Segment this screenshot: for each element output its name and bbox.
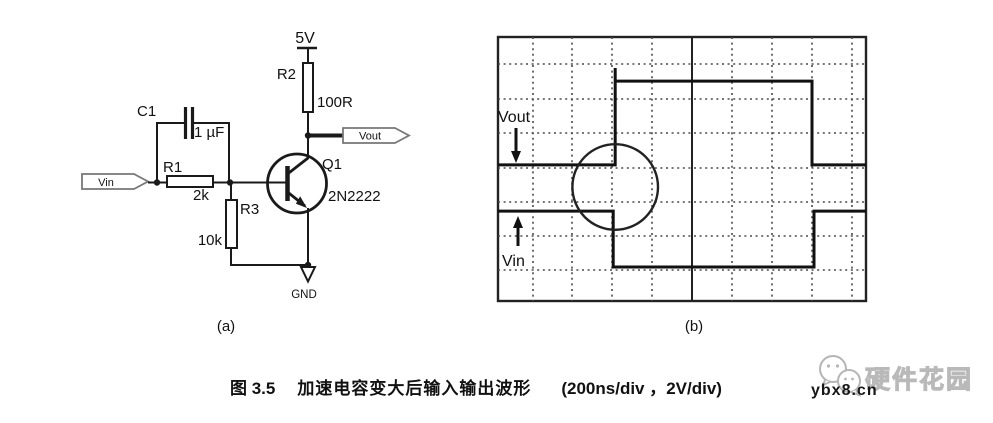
emitter-arrow-icon: [295, 196, 307, 208]
resistor-r2: [302, 62, 314, 113]
wire-c1-left: [156, 122, 184, 183]
wechat-icon: [819, 355, 862, 397]
scope-vout-label: Vout: [498, 109, 531, 126]
gnd-symbol-icon: [299, 266, 317, 284]
wire-r3-gnd: [230, 248, 308, 266]
vout-trace: [498, 68, 866, 167]
watermark-brand: 硬件花园: [864, 366, 974, 395]
caption-title: 加速电容变大后输入输出波形: [297, 379, 532, 398]
vout-arrow-down-icon: [511, 151, 521, 163]
r3-value: 10k: [198, 232, 223, 249]
r2-value: 100R: [317, 94, 353, 111]
scope-vin-label: Vin: [502, 253, 525, 270]
scope-traces: [498, 68, 866, 269]
watermark-site: ybx8.cn: [811, 382, 878, 399]
vout-flag-label: Vout: [359, 131, 381, 143]
scope-frame: [496, 35, 868, 303]
r1-value: 2k: [193, 187, 209, 204]
vin-flag: [81, 173, 150, 190]
gnd-label: GND: [291, 289, 317, 301]
figure-caption: 图 3.5 加速电容变大后输入输出波形 (200ns/div ，2V/div): [230, 374, 722, 399]
oscilloscope-panel: Vout Vin: [496, 35, 868, 303]
vin-flag-label: Vin: [98, 177, 114, 189]
supply-label: 5V: [295, 30, 315, 47]
panel-a-label: (a): [217, 318, 235, 335]
circuit-schematic: 5V R2 100R Vout Q1 2N2222 G: [81, 30, 411, 301]
vout-flag: [342, 127, 411, 144]
q1-name: Q1: [322, 156, 342, 173]
q1-part: 2N2222: [328, 188, 381, 205]
resistor-r1: [166, 175, 214, 188]
resistor-r3: [225, 199, 238, 249]
caption-number: 图 3.5: [230, 379, 276, 398]
r1-name: R1: [163, 159, 182, 176]
caption-scope-settings: (200ns/div ，2V/div): [561, 379, 722, 398]
r3-name: R3: [240, 201, 259, 218]
transistor-collector-lead: [286, 156, 309, 176]
vin-arrow-up-icon: [513, 216, 523, 228]
r2-name: R2: [277, 66, 296, 83]
wire-c1-right: [194, 122, 230, 183]
watermark: 硬件花园 ybx8.cn: [805, 348, 993, 410]
panel-b-label: (b): [685, 318, 703, 335]
vin-trace: [498, 209, 866, 269]
c1-value: 1 µF: [194, 124, 224, 141]
c1-name: C1: [137, 103, 156, 120]
edge-highlight-circle: [571, 142, 660, 231]
